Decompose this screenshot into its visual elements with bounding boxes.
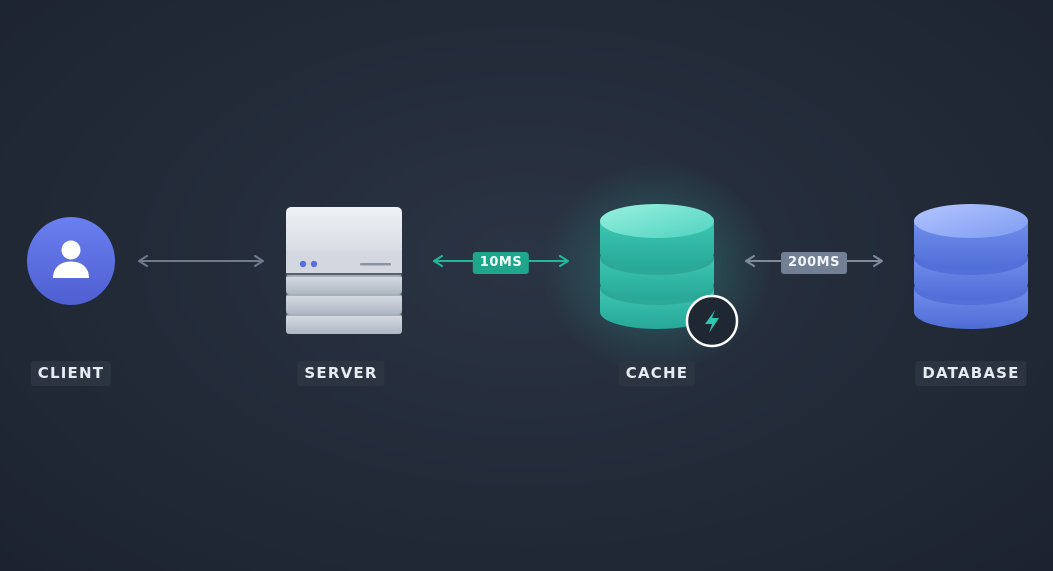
cylinder-stack-icon [600, 204, 714, 329]
cylinder-stack-icon [914, 204, 1028, 329]
server-rack-icon [286, 207, 402, 334]
server-cache-latency-badge: 10MS [472, 252, 530, 274]
client-node [27, 217, 115, 305]
lightning-bolt-icon [685, 294, 739, 348]
cache-label: CACHE [618, 361, 696, 386]
database-node [914, 204, 1028, 329]
cache-database-latency-badge: 200MS [781, 252, 847, 274]
client-circle [27, 217, 115, 305]
user-icon [53, 240, 89, 278]
server-led [310, 260, 318, 268]
server-led [299, 260, 307, 268]
client-label: CLIENT [30, 361, 112, 386]
database-label: DATABASE [915, 361, 1027, 386]
server-node [286, 207, 402, 334]
server-label: SERVER [297, 361, 385, 386]
cache-node [542, 163, 772, 373]
